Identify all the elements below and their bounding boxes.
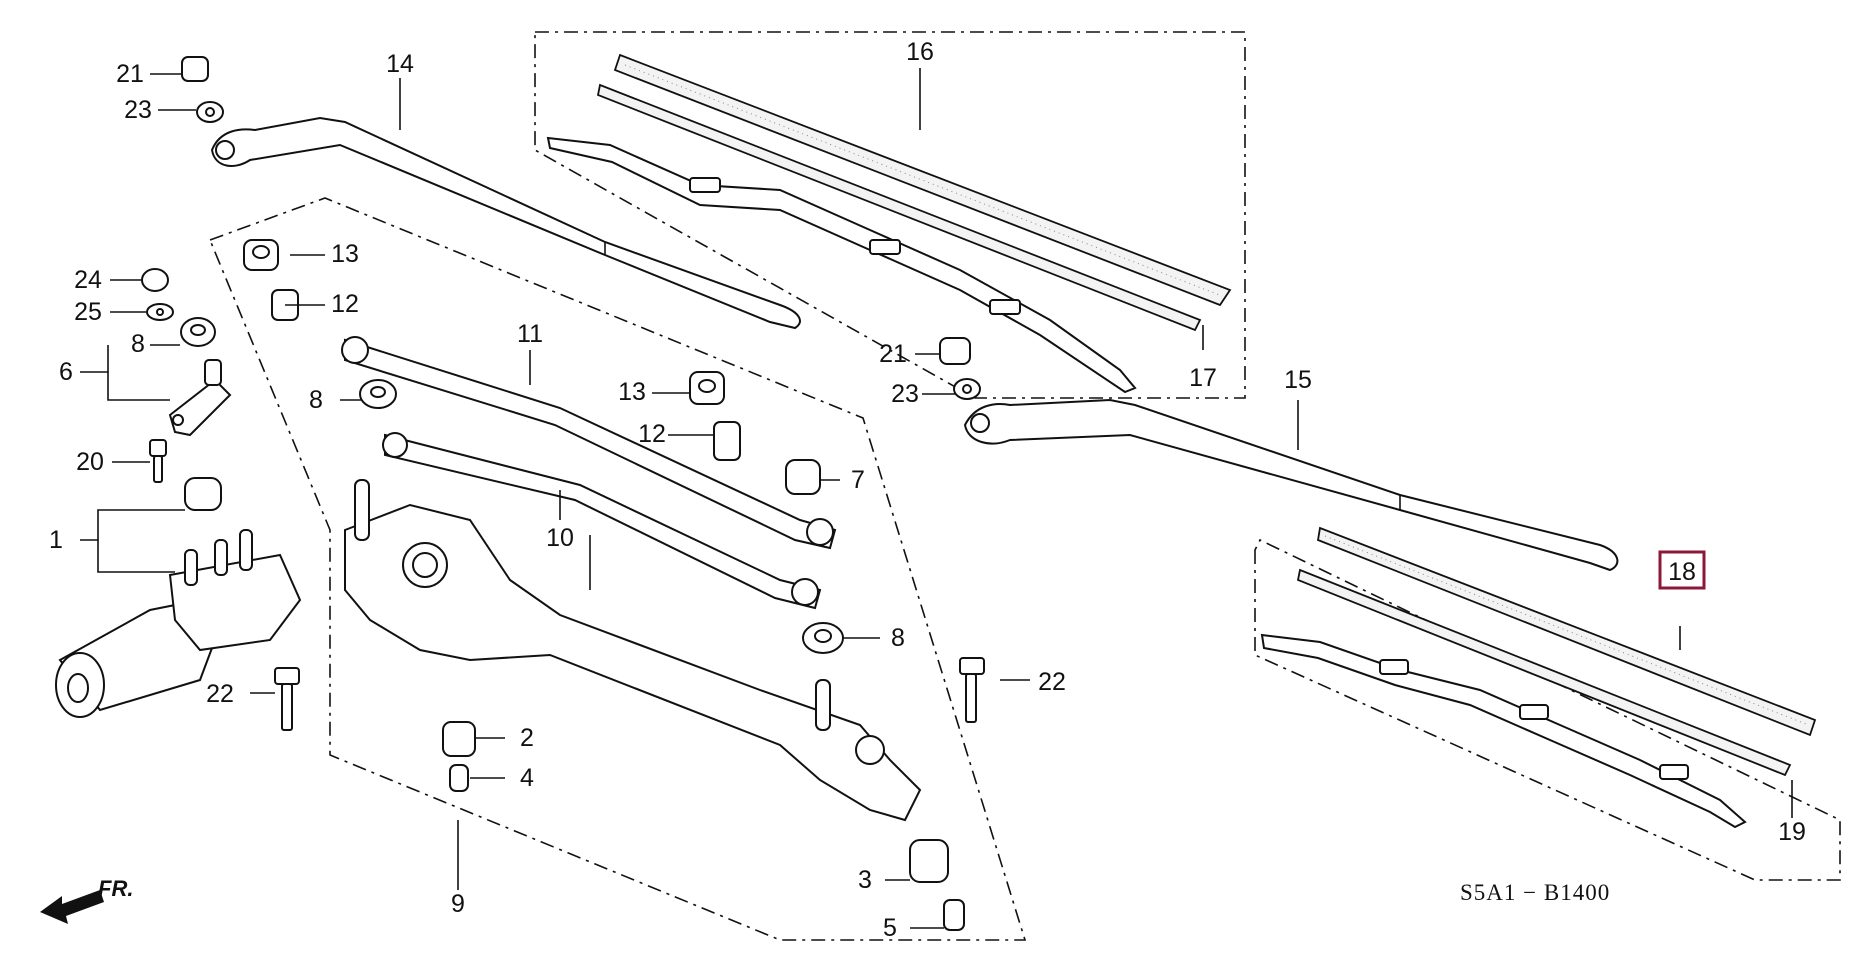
wiper-linkage-frame-9[interactable] [344,479,922,822]
callout-5: 5 [883,914,897,942]
linkage-group-boundary [208,197,1027,941]
callout-18-highlight[interactable]: 18 [1658,550,1706,590]
arrow-left-icon [40,890,104,924]
bolt-22-left[interactable] [274,667,300,731]
bushing-13-left[interactable] [243,239,279,271]
diagram-code: S5A1 − B1400 [1460,880,1610,905]
bushing-13-right[interactable] [689,371,725,405]
nut-23-right[interactable] [953,378,981,400]
blade-18-group-boundary [1254,538,1841,881]
callout-4: 4 [520,764,534,792]
nut-21-upper[interactable] [181,56,209,82]
callout-15: 15 [1284,366,1312,394]
callout-23: 23 [124,96,152,124]
callout-12: 12 [638,420,666,448]
nut-21-right[interactable] [939,337,971,365]
callout-13: 13 [331,240,359,268]
bolt-22-right[interactable] [959,657,985,723]
callout-21: 21 [116,60,144,88]
callout-24: 24 [74,266,102,294]
wiper-arm-14[interactable] [210,116,801,330]
callout-20: 20 [76,448,104,476]
callout-9: 9 [451,890,465,918]
callout-23: 23 [891,380,919,408]
link-rod-10[interactable] [382,432,822,610]
bushing-8-right[interactable] [802,622,844,654]
bushing-7[interactable] [785,459,821,495]
nut-24[interactable] [141,268,169,292]
callout-2: 2 [520,724,534,752]
leader-lines [80,68,1793,929]
front-direction-indicator: FR. [40,876,133,924]
wiper-arm-15[interactable] [963,398,1619,572]
callout-8: 8 [309,386,323,414]
wiper-motor-1[interactable] [55,529,302,718]
callout-17: 17 [1189,364,1217,392]
collar-4[interactable] [449,764,469,792]
callout-22: 22 [1038,668,1066,696]
collar-5[interactable] [943,899,965,931]
nut-23-upper[interactable] [196,101,224,123]
washer-25[interactable] [146,303,174,321]
highlight-box [1658,550,1706,590]
callout-25: 25 [74,298,102,326]
bushing-3[interactable] [909,839,949,883]
callout-8: 8 [891,624,905,652]
callout-7: 7 [851,466,865,494]
callout-6: 6 [59,358,73,386]
callout-12: 12 [331,290,359,318]
callout-19: 19 [1778,818,1806,846]
callout-10: 10 [546,524,574,552]
bracket-6[interactable] [168,359,232,437]
callout-21: 21 [879,340,907,368]
bolt-20[interactable] [149,439,167,483]
callout-11: 11 [517,320,543,348]
wiper-blade-16[interactable] [546,53,1232,394]
bushing-2[interactable] [442,721,476,757]
callout-14: 14 [386,50,414,78]
callout-13: 13 [618,378,646,406]
bushing-8-mid-left[interactable] [359,379,397,409]
link-rod-11[interactable] [341,336,837,550]
callout-8: 8 [131,330,145,358]
blade-16-group-boundary [534,31,1246,399]
callout-18: 18 [1668,558,1696,586]
bushing-12-right[interactable] [713,421,741,461]
front-label: FR. [98,876,133,901]
grommet-1-part[interactable] [184,477,222,511]
bushing-8-left-top[interactable] [180,317,216,347]
callout-22: 22 [206,680,234,708]
callout-3: 3 [858,866,872,894]
callout-1: 1 [49,526,63,554]
callout-16: 16 [906,38,934,66]
wiper-blade-18[interactable] [1260,526,1817,829]
